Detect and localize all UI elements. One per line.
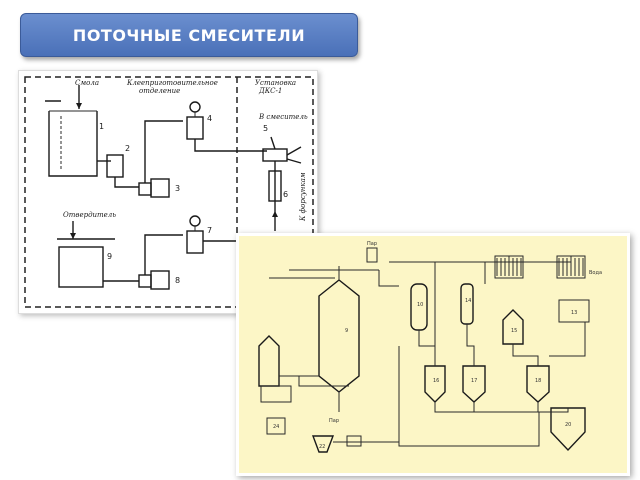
num-p2-18: 18 [535, 378, 541, 384]
exchanger-14 [460, 283, 474, 325]
num-7: 7 [207, 226, 212, 235]
label-steam-top: Пар [367, 241, 377, 247]
reactor-18 [526, 365, 550, 403]
reactor-15 [502, 309, 524, 345]
num-p2-22: 22 [319, 444, 325, 450]
num-p2-20: 20 [565, 422, 571, 428]
num-3: 3 [175, 184, 180, 193]
num-p2-17: 17 [471, 378, 477, 384]
tank-2 [106, 154, 124, 178]
label-to-nozzles: К форсункам [299, 172, 307, 222]
label-unit: Установка [255, 79, 296, 87]
pump-8 [138, 274, 152, 288]
pump-3 [138, 182, 152, 196]
label-smola: Смола [75, 79, 99, 87]
num-5: 5 [263, 124, 268, 133]
label-hardener: Отвердитель [63, 211, 116, 219]
num-8: 8 [175, 276, 180, 285]
num-p2-1: 9 [345, 328, 348, 334]
reactor-17 [462, 365, 486, 403]
mixer-scheme-svg: Смола Клеепpиготовительное отделение Уст… [24, 76, 314, 308]
steam-vessel [366, 247, 378, 263]
label-to-mixer: В смеситель [258, 113, 308, 121]
num-4: 4 [207, 114, 212, 123]
main-column [318, 279, 360, 393]
slide-title: ПОТОЧНЫЕ СМЕСИТЕЛИ [20, 13, 358, 57]
num-1: 1 [99, 122, 104, 131]
collector-20 [550, 407, 586, 452]
left-apparatus [258, 335, 280, 387]
label-section2: отделение [139, 87, 180, 95]
reactor-16 [424, 365, 446, 403]
num-p2-15: 15 [511, 328, 517, 334]
num-2: 2 [125, 144, 130, 153]
num-p2-14: 14 [465, 298, 471, 304]
resin-tank-1 [45, 100, 98, 177]
plant-scheme-diagram: Пар Пар Вода [236, 233, 630, 476]
bottom-funnel [311, 435, 335, 453]
hardener-tank-9 [58, 246, 104, 288]
receiver-box [558, 299, 590, 323]
num-6: 6 [283, 190, 288, 199]
dispenser-4 [186, 116, 204, 140]
department-border [24, 76, 314, 308]
small-tank-24 [266, 417, 286, 435]
dispenser-7 [186, 230, 204, 254]
label-water: Вода [589, 270, 602, 276]
num-p2-16: 16 [433, 378, 439, 384]
num-p2-10: 10 [417, 302, 423, 308]
column-6 [268, 170, 282, 202]
num-p2-24: 24 [273, 424, 279, 430]
label-section: Клеепpиготовительное [126, 79, 218, 87]
plant-scheme-svg: Пар Пар Вода [258, 241, 602, 453]
num-p2-13: 13 [571, 310, 577, 316]
label-unit2: ДКС-1 [258, 87, 282, 95]
mixer-scheme-diagram: Смола Клеепpиготовительное отделение Уст… [18, 70, 318, 314]
label-steam-bottom: Пар [329, 418, 339, 424]
num-9: 9 [107, 252, 112, 261]
